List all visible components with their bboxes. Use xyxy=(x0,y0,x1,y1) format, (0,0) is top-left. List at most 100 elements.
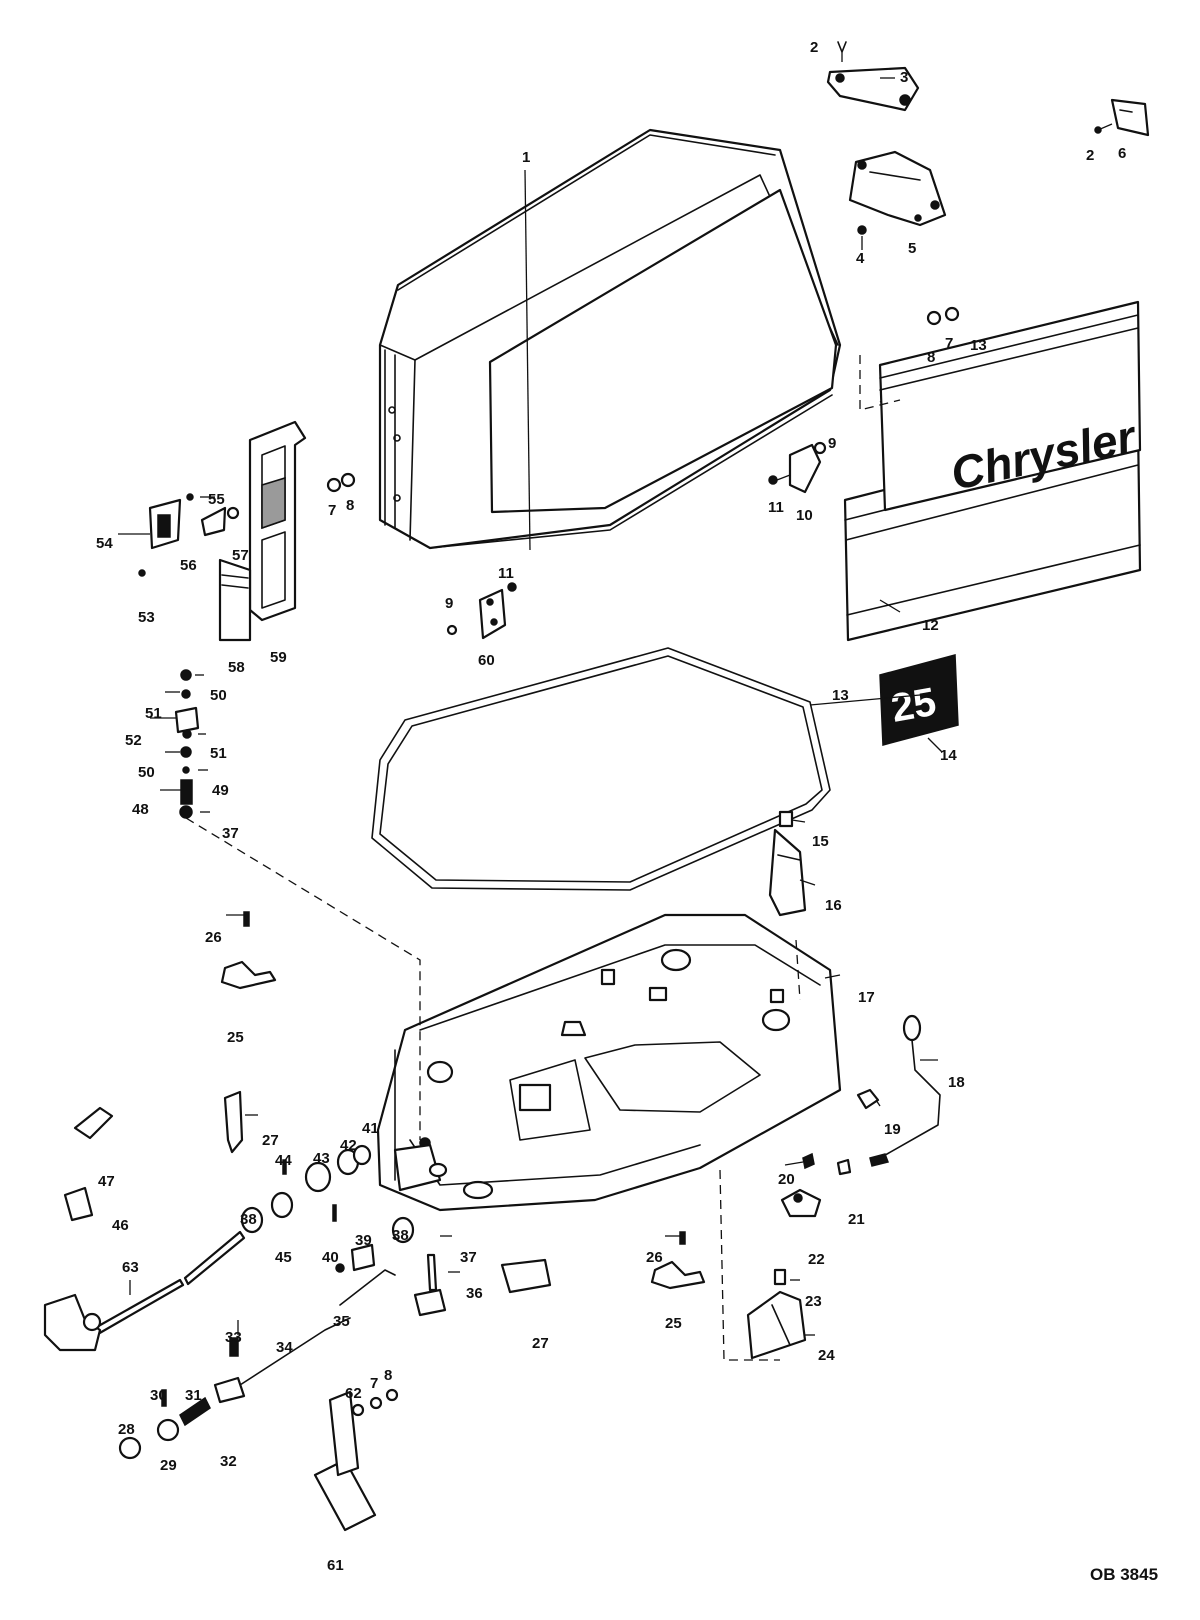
callout-42: 42 xyxy=(340,1137,357,1154)
callout-37: 37 xyxy=(460,1249,477,1266)
callout-29: 29 xyxy=(160,1457,177,1474)
callout-54: 54 xyxy=(96,535,113,552)
callout-47: 47 xyxy=(98,1173,115,1190)
callout-3: 3 xyxy=(900,69,908,86)
callout-33: 33 xyxy=(225,1329,242,1346)
callout-9: 9 xyxy=(445,595,453,612)
callout-5: 5 xyxy=(908,240,916,257)
callout-6: 6 xyxy=(1118,145,1126,162)
callout-8: 8 xyxy=(927,349,935,366)
callout-23: 23 xyxy=(805,1293,822,1310)
callout-2: 2 xyxy=(1086,147,1094,164)
callout-46: 46 xyxy=(112,1217,129,1234)
callout-21: 21 xyxy=(848,1211,865,1228)
control-rod xyxy=(229,1317,351,1386)
callout-24: 24 xyxy=(818,1347,835,1364)
callout-13: 13 xyxy=(970,337,987,354)
callout-38: 38 xyxy=(240,1211,257,1228)
callout-53: 53 xyxy=(138,609,155,626)
callout-4: 4 xyxy=(856,250,865,267)
callout-32: 32 xyxy=(220,1453,237,1470)
shift-handle xyxy=(313,1388,399,1532)
callout-51: 51 xyxy=(145,705,162,722)
callout-52: 52 xyxy=(125,732,142,749)
lower-bracket xyxy=(746,1268,807,1360)
linkage-parts xyxy=(118,1376,246,1460)
callout-18: 18 xyxy=(948,1074,965,1091)
callout-7: 7 xyxy=(945,335,953,352)
model-decal: 25 xyxy=(879,654,959,753)
drawing-reference: OB 3845 xyxy=(1090,1565,1158,1584)
callout-48: 48 xyxy=(132,801,149,818)
callout-17: 17 xyxy=(858,989,875,1006)
callout-50: 50 xyxy=(210,687,227,704)
hardware-right xyxy=(780,1088,880,1218)
callout-27: 27 xyxy=(262,1132,279,1149)
callout-15: 15 xyxy=(812,833,829,850)
callout-9: 9 xyxy=(828,435,836,452)
callout-1: 1 xyxy=(522,149,530,166)
callout-39: 39 xyxy=(355,1232,372,1249)
bottom-pan xyxy=(376,913,842,1212)
callout-22: 22 xyxy=(808,1251,825,1268)
seal-bracket xyxy=(768,810,807,917)
engine-cover xyxy=(378,128,842,550)
callout-62: 62 xyxy=(345,1385,362,1402)
callout-38: 38 xyxy=(392,1227,409,1244)
callout-36: 36 xyxy=(466,1285,483,1302)
callout-50: 50 xyxy=(138,764,155,781)
callout-34: 34 xyxy=(276,1339,293,1356)
fitting-left xyxy=(63,1106,114,1222)
callout-7: 7 xyxy=(328,502,336,519)
callout-28: 28 xyxy=(118,1421,135,1438)
callout-59: 59 xyxy=(270,649,287,666)
callout-44: 44 xyxy=(275,1152,292,1169)
callout-13: 13 xyxy=(832,687,849,704)
leader-lines xyxy=(118,169,938,1336)
side-decal-panel xyxy=(843,423,1142,642)
callout-labels: 1 2 3 2 6 4 5 8 7 13 9 11 10 12 13 14 7 … xyxy=(96,39,1126,1574)
washer-nut-left xyxy=(326,472,356,493)
callout-49: 49 xyxy=(212,782,229,799)
callout-25: 25 xyxy=(227,1029,244,1046)
callout-8: 8 xyxy=(346,497,354,514)
callout-2: 2 xyxy=(810,39,818,56)
callout-14: 14 xyxy=(940,747,957,764)
shaft-hardware xyxy=(240,1144,415,1272)
callout-27: 27 xyxy=(532,1335,549,1352)
callout-63: 63 xyxy=(122,1259,139,1276)
callout-30: 30 xyxy=(150,1387,167,1404)
cover-seal xyxy=(371,647,831,891)
callout-43: 43 xyxy=(313,1150,330,1167)
hood-clip-bracket xyxy=(768,441,827,494)
center-bracket xyxy=(446,582,517,640)
callout-7: 7 xyxy=(370,1375,378,1392)
callout-56: 56 xyxy=(180,557,197,574)
callout-41: 41 xyxy=(362,1120,379,1137)
callout-25: 25 xyxy=(665,1315,682,1332)
callout-61: 61 xyxy=(327,1557,344,1574)
callout-20: 20 xyxy=(778,1171,795,1188)
callout-40: 40 xyxy=(322,1249,339,1266)
callout-12: 12 xyxy=(922,617,939,634)
callout-11: 11 xyxy=(498,565,514,582)
alignment-lines xyxy=(185,355,901,1361)
throttle-link xyxy=(335,1253,447,1317)
callout-19: 19 xyxy=(884,1121,901,1138)
clamp-clips xyxy=(220,911,706,1290)
label-plate xyxy=(218,558,252,642)
callout-10: 10 xyxy=(796,507,813,524)
latch-plate xyxy=(826,41,920,112)
small-bracket xyxy=(1094,98,1150,137)
callout-45: 45 xyxy=(275,1249,292,1266)
shift-lever-shaft xyxy=(43,1230,246,1352)
grommets xyxy=(223,1090,552,1294)
callout-11: 11 xyxy=(768,499,784,516)
callout-26: 26 xyxy=(205,929,222,946)
callout-55: 55 xyxy=(208,491,225,508)
callout-8: 8 xyxy=(384,1367,392,1384)
callout-51: 51 xyxy=(210,745,227,762)
callout-37: 37 xyxy=(222,825,239,842)
callout-26: 26 xyxy=(646,1249,663,1266)
